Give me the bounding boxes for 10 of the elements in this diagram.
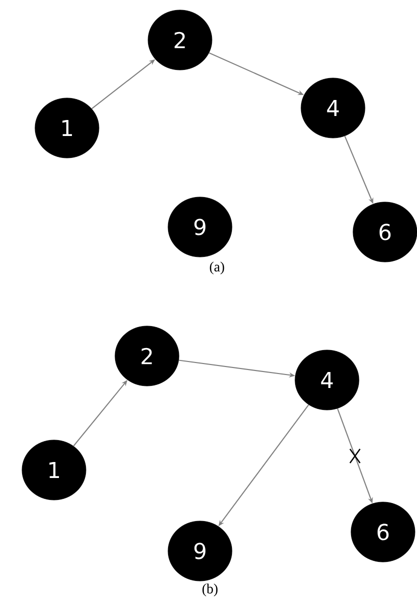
graph-node: 2 [148, 10, 212, 70]
graph-node: 1 [34, 98, 100, 158]
graph-node: 6 [350, 502, 416, 562]
graph-node: 9 [168, 520, 232, 582]
graph-node: 6 [352, 202, 417, 262]
graph-node: 9 [168, 196, 232, 258]
graph-node: 2 [114, 326, 180, 386]
graph-node: 4 [300, 78, 366, 138]
graph-node: 1 [22, 440, 86, 500]
graph-node: 4 [294, 350, 360, 410]
